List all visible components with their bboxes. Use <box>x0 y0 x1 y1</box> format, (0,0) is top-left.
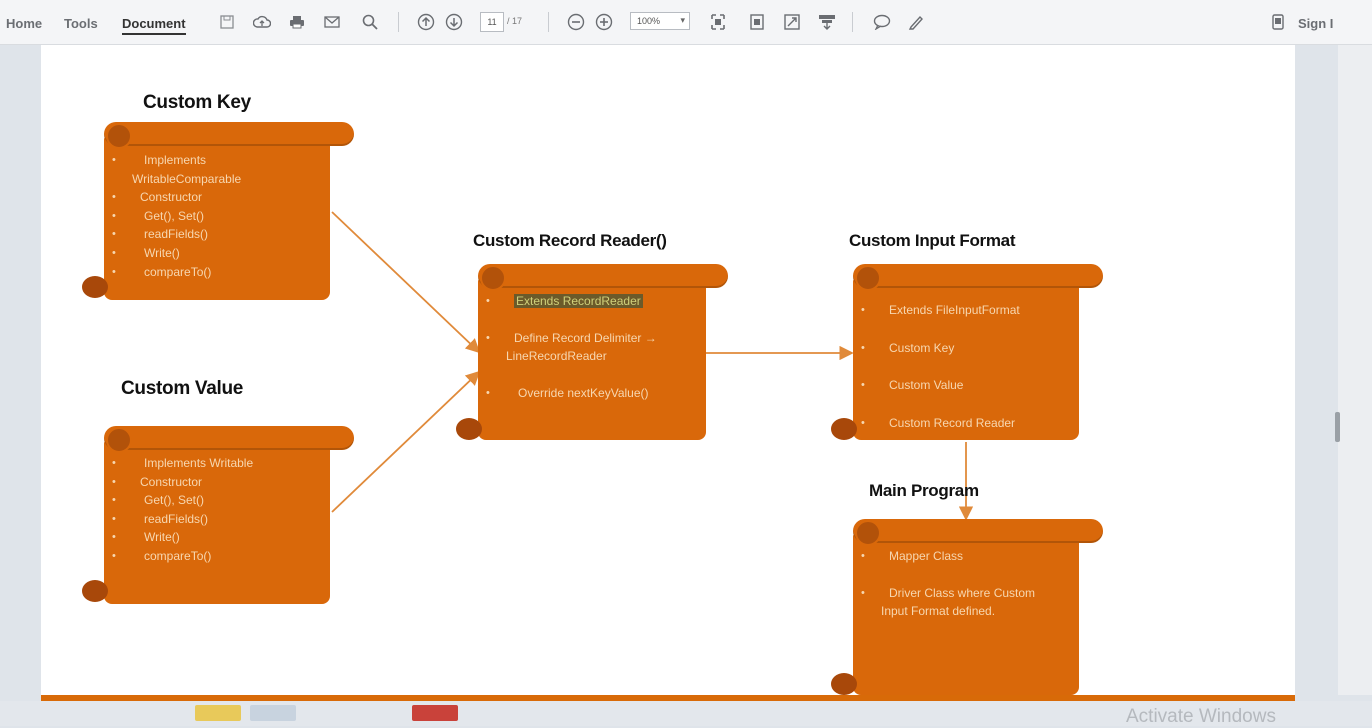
cloud-upload-icon[interactable] <box>252 12 272 32</box>
input-format-title: Custom Input Format <box>849 231 1016 250</box>
zoom-out-icon[interactable] <box>566 12 586 32</box>
list-item: Get(), Set() <box>104 491 253 510</box>
taskbar <box>0 701 1372 726</box>
list-item: Custom Key <box>853 330 1020 368</box>
toolbar: Home Tools Document 11 / 17 100% ▾ <box>0 0 1372 45</box>
list-item: Get(), Set() <box>104 207 241 226</box>
taskbar-app[interactable] <box>412 705 458 721</box>
list-item: compareTo() <box>104 547 253 566</box>
page-bottom-edge <box>41 695 1295 701</box>
mobile-icon[interactable] <box>1268 12 1288 32</box>
toolbar-divider <box>398 12 399 32</box>
previous-page-icon[interactable] <box>416 12 436 32</box>
zoom-select[interactable]: 100% ▾ <box>630 12 690 30</box>
menu-tools[interactable]: Tools <box>64 16 98 31</box>
sign-in-button[interactable]: Sign I <box>1298 16 1334 31</box>
chevron-down-icon: ▾ <box>680 15 685 25</box>
zoom-value: 100% <box>637 16 661 26</box>
zoom-in-icon[interactable] <box>594 12 614 32</box>
list-item: Extends RecordReader <box>478 292 657 311</box>
taskbar-app[interactable] <box>250 705 296 721</box>
next-page-icon[interactable] <box>444 12 464 32</box>
fit-page-icon[interactable] <box>708 12 728 32</box>
pen-icon[interactable] <box>906 12 926 32</box>
toolbar-divider <box>548 12 549 32</box>
email-icon[interactable] <box>322 12 342 32</box>
custom-value-title: Custom Value <box>121 378 244 399</box>
print-icon[interactable] <box>287 12 307 32</box>
list-item: compareTo() <box>104 263 241 282</box>
scrollbar-thumb[interactable] <box>1335 412 1340 442</box>
list-item <box>853 566 1035 584</box>
list-item: readFields() <box>104 510 253 529</box>
list-item: Implements <box>104 151 241 170</box>
page-total: / 17 <box>507 16 523 26</box>
list-item: Extends FileInputFormat <box>853 292 1020 330</box>
read-mode-icon[interactable] <box>817 12 837 32</box>
list-item: Write() <box>104 244 241 263</box>
save-icon[interactable] <box>217 12 237 32</box>
activate-windows-watermark: Activate Windows <box>1126 706 1276 727</box>
highlighted-text: Extends RecordReader <box>514 294 643 308</box>
list-item: Custom Value <box>853 367 1020 405</box>
list-item: Write() <box>104 528 253 547</box>
toolbar-divider <box>852 12 853 32</box>
list-item: Constructor <box>104 188 241 207</box>
taskbar-app[interactable] <box>195 705 241 721</box>
list-item: Constructor <box>104 473 253 492</box>
fullscreen-icon[interactable] <box>782 12 802 32</box>
list-item: readFields() <box>104 225 241 244</box>
list-item: Driver Class where Custom <box>853 584 1035 603</box>
list-item: Mapper Class <box>853 547 1035 566</box>
list-item: Define Record Delimiter → <box>478 329 657 348</box>
main-program-title: Main Program <box>869 481 979 500</box>
list-item: Input Format defined. <box>881 604 996 619</box>
search-icon[interactable] <box>360 12 380 32</box>
list-item <box>478 311 657 329</box>
custom-key-title: Custom Key <box>143 92 251 113</box>
list-item: WritableComparable <box>132 171 242 186</box>
scrollbar-track[interactable] <box>1338 45 1372 695</box>
menu-home[interactable]: Home <box>6 16 43 31</box>
list-item: Implements Writable <box>104 454 253 473</box>
list-item: Custom Record Reader <box>853 405 1020 443</box>
page-view-icon[interactable] <box>747 12 767 32</box>
comment-icon[interactable] <box>872 12 892 32</box>
record-reader-title: Custom Record Reader() <box>473 231 667 250</box>
menu-document[interactable]: Document <box>122 16 186 35</box>
list-item <box>478 366 657 384</box>
page-number-input[interactable]: 11 <box>480 12 504 32</box>
list-item: Override nextKeyValue() <box>478 384 657 403</box>
list-item: LineRecordReader <box>506 349 607 364</box>
